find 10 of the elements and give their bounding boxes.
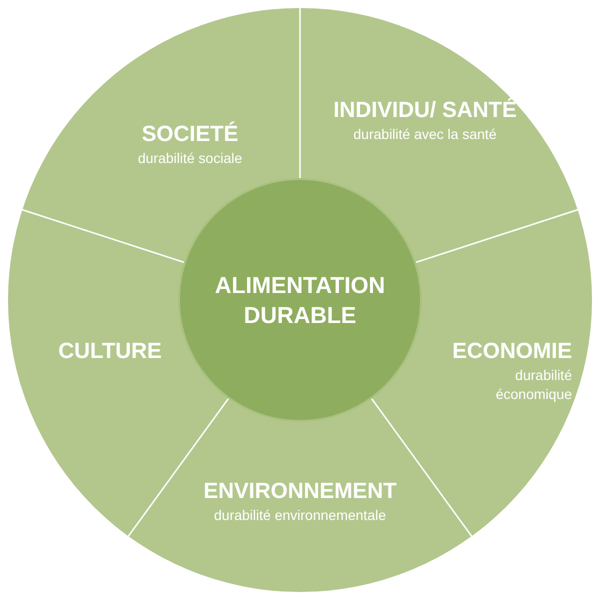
sector-title: ECONOMIE [452,337,572,364]
sector-title: CULTURE [58,337,162,364]
sector-title: ENVIRONNEMENT [203,477,397,504]
sector-subtitle: durabilité environnementale [214,506,386,525]
sector-title: INDIVIDU/ SANTÉ [333,96,517,123]
center-title: ALIMENTATION DURABLE [214,271,386,330]
sector-subtitle: durabilité sociale [138,149,242,168]
sector-subtitle: durabilité avec la santé [353,125,497,144]
sector-title: SOCIETÉ [142,120,238,147]
sector-subtitle: durabilité économique [494,366,572,404]
